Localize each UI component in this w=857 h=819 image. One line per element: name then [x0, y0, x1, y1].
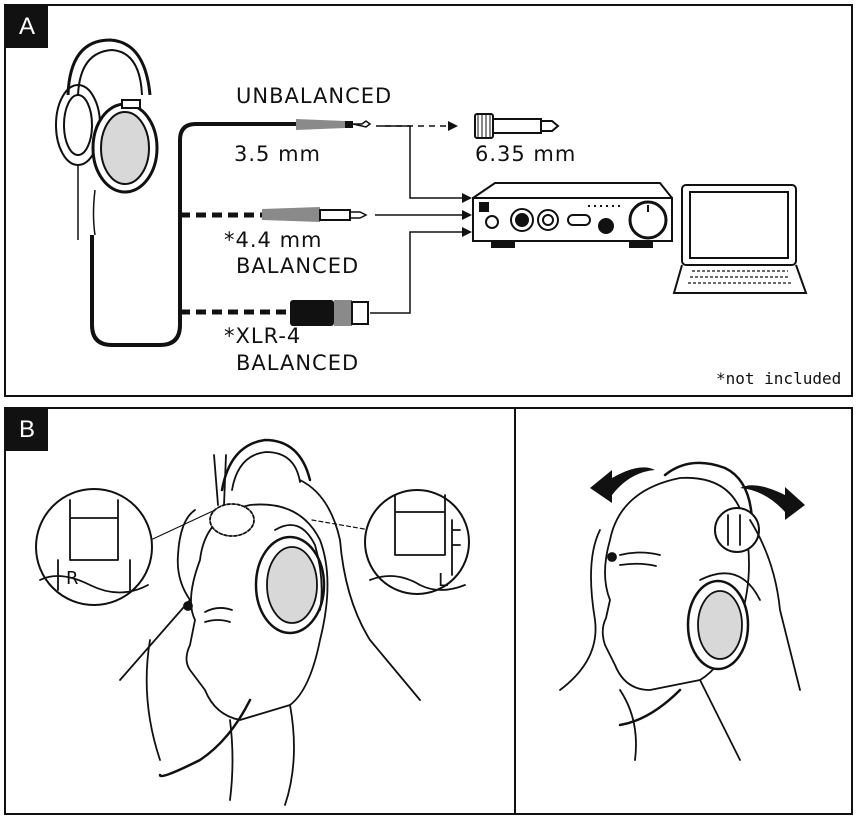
plug-4-4mm-icon: [262, 207, 368, 222]
panel-b-badge: B: [6, 409, 48, 451]
label-balanced-xlr: BALANCED: [236, 351, 360, 375]
marker-r: R: [66, 568, 80, 589]
cable-loop: [90, 122, 296, 347]
panel-a-badge: A: [6, 6, 48, 48]
footnote-not-included: *not included: [716, 369, 842, 388]
hand-left: [119, 509, 196, 681]
label-4-4mm: *4.4 mm: [224, 228, 323, 252]
label-6-35mm: 6.35 mm: [475, 142, 577, 166]
headband-left: [220, 438, 312, 492]
rotate-arrows-icon: [590, 467, 805, 520]
amplifier-icon: [472, 182, 673, 248]
panel-b-divider: [514, 407, 516, 815]
label-balanced-4-4: BALANCED: [236, 254, 360, 278]
zoom-circle-left-marker: [364, 489, 470, 595]
label-3-5mm: 3.5 mm: [234, 142, 321, 166]
marker-l: L: [438, 570, 450, 591]
label-unbalanced: UNBALANCED: [236, 84, 393, 108]
earcup-left: [209, 503, 255, 537]
xlr-plug-icon: [290, 300, 369, 326]
hand-right: [274, 479, 421, 701]
headphones-icon: [55, 38, 159, 240]
label-xlr4: *XLR-4: [224, 324, 302, 348]
jack-adapter-icon: [474, 113, 560, 139]
head-left: [185, 503, 329, 721]
panel-a-illustration: [55, 38, 808, 347]
plug-3-5mm-icon: [296, 119, 372, 130]
laptop-icon: [672, 184, 808, 294]
